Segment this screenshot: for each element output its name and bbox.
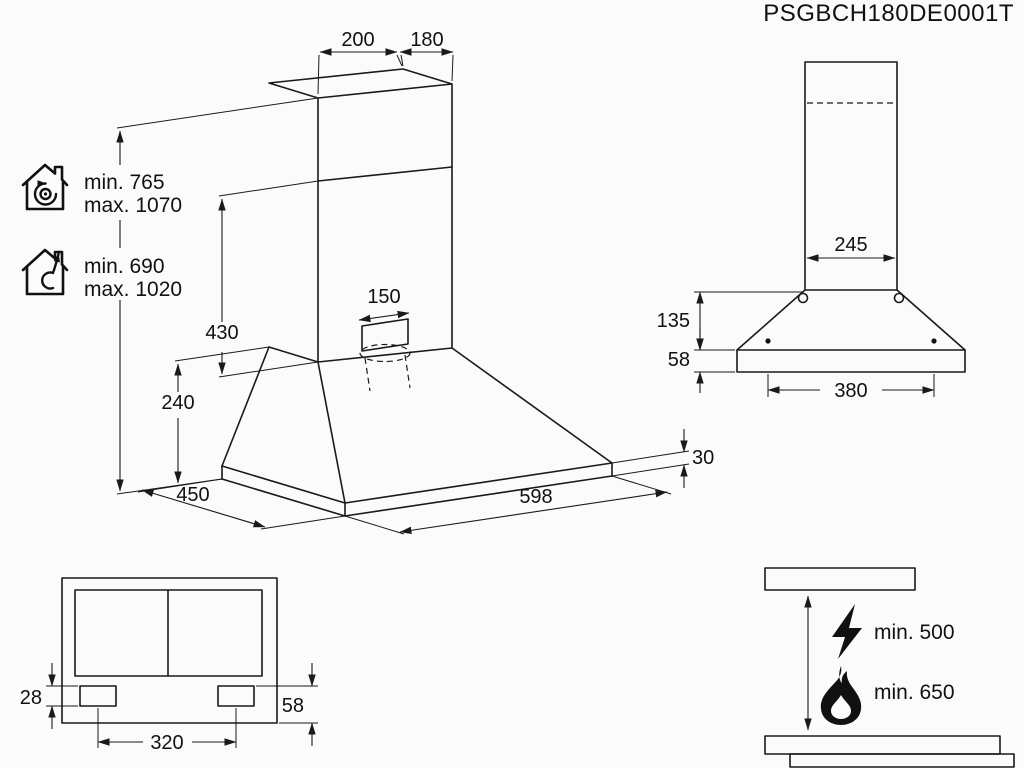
duct-hole-dashed-circle bbox=[359, 343, 411, 363]
recirc-max-height: max. 1070 bbox=[84, 194, 182, 217]
dim-outlet-diameter: 150 bbox=[358, 286, 410, 323]
dim-neck-width: 245 bbox=[806, 234, 896, 262]
front-view: 245 135 58 380 bbox=[657, 61, 966, 402]
dim-label-top-width: 200 bbox=[341, 29, 374, 51]
screw-right-icon bbox=[931, 338, 937, 344]
chimney-joint-line bbox=[317, 166, 453, 182]
dim-depth: 450 bbox=[137, 478, 346, 530]
dim-top-width: 200 bbox=[317, 29, 403, 95]
dim-label-canopy-height: 135 bbox=[657, 310, 690, 332]
dim-label-depth: 450 bbox=[176, 484, 209, 506]
extract-max-height: max. 1020 bbox=[84, 278, 182, 301]
house-recirculation-icon bbox=[21, 163, 69, 211]
dim-canopy-height: 135 bbox=[657, 291, 803, 351]
rear-body bbox=[61, 577, 278, 724]
electric-clearance-label: min. 500 bbox=[874, 621, 955, 644]
dim-label-body-height: 240 bbox=[161, 392, 194, 414]
dim-label-edge-offset: 58 bbox=[282, 695, 304, 717]
dim-bracket-height: 28 bbox=[20, 663, 78, 729]
bracket-left bbox=[79, 685, 117, 707]
dim-top-depth: 180 bbox=[399, 29, 454, 82]
dim-label-base-thickness: 30 bbox=[692, 447, 714, 469]
dim-label-top-depth: 180 bbox=[410, 29, 443, 51]
dim-label-outlet-diameter: 150 bbox=[367, 286, 400, 308]
base-slab-outline bbox=[221, 462, 613, 517]
cooktop-bar bbox=[764, 735, 1001, 755]
dim-label-chimney-height: 430 bbox=[205, 322, 238, 344]
isometric-view: 200 180 min. 765 max. 1070 bbox=[21, 29, 714, 535]
canopy-outline bbox=[221, 346, 613, 504]
extract-min-height: min. 690 bbox=[84, 255, 165, 278]
front-canopy-slants bbox=[736, 289, 966, 351]
clearance-view: min. 500 min. 650 bbox=[764, 567, 1015, 768]
ext-line-chimney-top bbox=[116, 97, 319, 129]
dim-bottom-width: 380 bbox=[767, 374, 935, 402]
front-outline bbox=[736, 61, 966, 373]
dim-width: 598 bbox=[344, 475, 672, 535]
dim-label-bracket-height: 28 bbox=[20, 687, 42, 709]
front-rim bbox=[736, 349, 966, 373]
house-extraction-icon bbox=[21, 250, 69, 296]
dim-label-width: 598 bbox=[519, 486, 552, 508]
gas-clearance-label: min. 650 bbox=[874, 681, 955, 704]
chimney-outline bbox=[268, 68, 453, 363]
dim-label-neck-width: 245 bbox=[834, 234, 867, 256]
dim-rim-height: 58 bbox=[668, 329, 735, 393]
hood-bottom-bar bbox=[764, 567, 916, 591]
dim-body-height: 240 bbox=[161, 346, 270, 484]
rear-view: 28 320 58 bbox=[20, 577, 318, 754]
bracket-right bbox=[217, 685, 255, 707]
screw-left-icon bbox=[765, 338, 771, 344]
recirculation-mode-labels: min. 765 max. 1070 bbox=[21, 163, 182, 217]
dim-base-thickness: 30 bbox=[611, 429, 714, 488]
recirc-min-height: min. 765 bbox=[84, 171, 165, 194]
lightning-icon bbox=[832, 604, 862, 659]
dim-chimney-height: 430 bbox=[205, 180, 319, 378]
model-code: PSGBCH180DE0001T bbox=[763, 0, 1014, 27]
counter-bar bbox=[789, 753, 1015, 768]
hook-right-icon bbox=[893, 292, 905, 304]
dim-label-rim-height: 58 bbox=[668, 349, 690, 371]
hook-left-icon bbox=[797, 292, 809, 304]
dim-bracket-spacing: 320 bbox=[97, 708, 237, 754]
extraction-mode-labels: min. 690 max. 1020 bbox=[21, 250, 182, 301]
rear-outline bbox=[61, 577, 278, 724]
dim-label-bracket-spacing: 320 bbox=[150, 732, 183, 754]
dim-label-bottom-width: 380 bbox=[834, 380, 867, 402]
flame-icon bbox=[820, 666, 862, 725]
dim-edge-offset: 58 bbox=[256, 663, 318, 746]
front-chimney bbox=[804, 61, 898, 291]
